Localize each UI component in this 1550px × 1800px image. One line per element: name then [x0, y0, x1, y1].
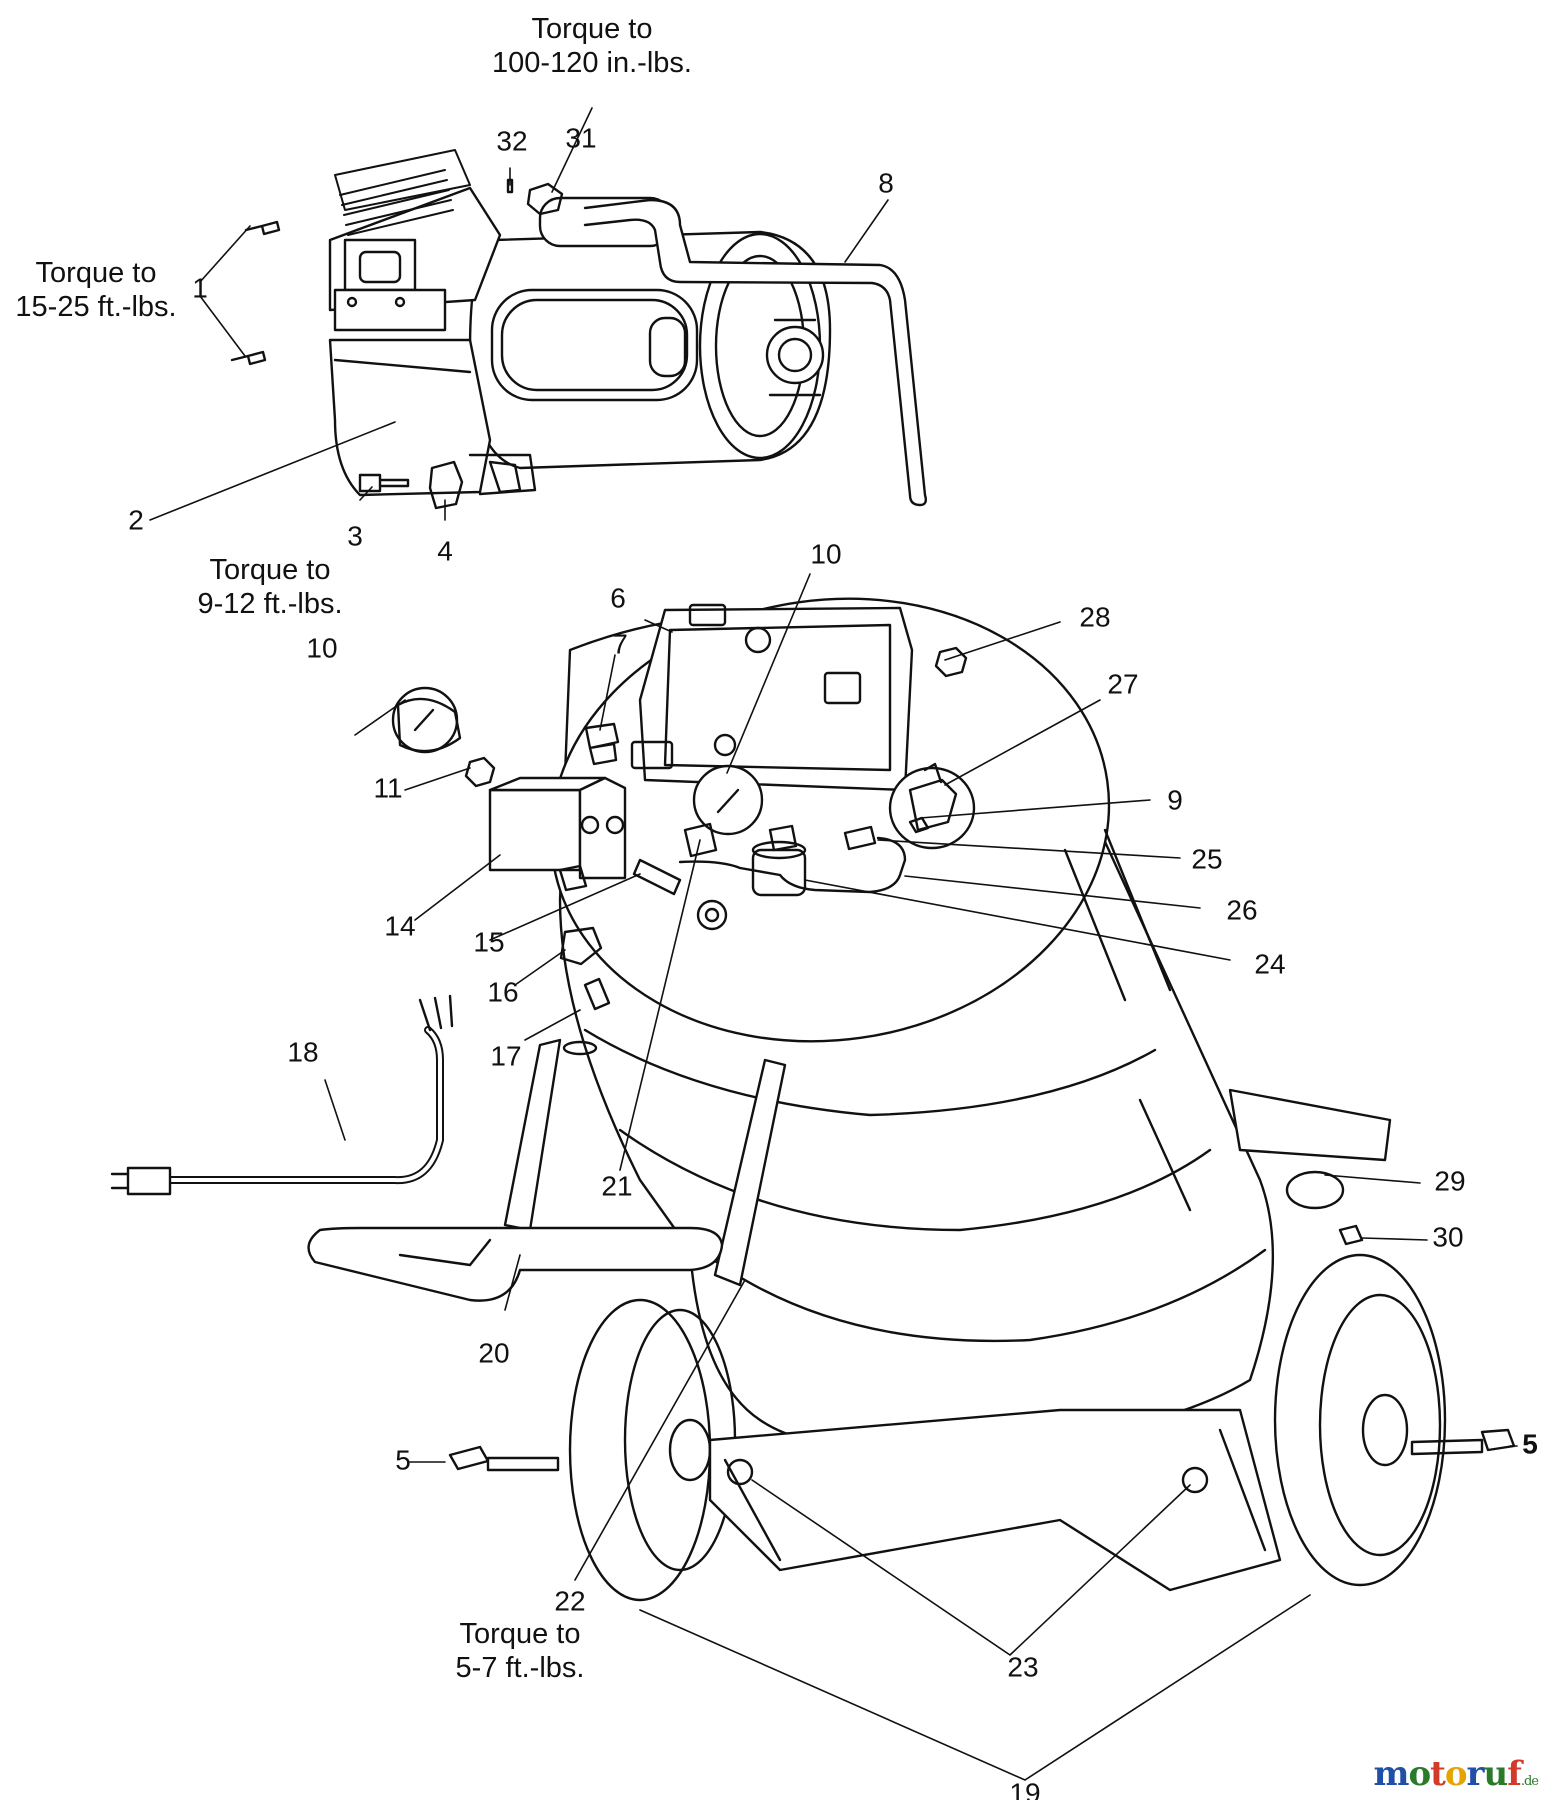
torque-note-leg-bolts: Torque to 5-7 ft.-lbs. [455, 1618, 585, 1684]
callout-19: 19 [1009, 1777, 1040, 1800]
watermark-letter: f [1507, 1754, 1522, 1794]
torque-note-pump-bolts: Torque to 15-25 ft.-lbs. [15, 257, 177, 323]
callout-10: 10 [810, 538, 841, 569]
callout-10: 10 [306, 632, 337, 663]
watermark-letter: u [1483, 1754, 1508, 1794]
callout-17: 17 [490, 1040, 521, 1071]
callout-27: 27 [1107, 668, 1138, 699]
callout-7: 7 [612, 628, 628, 659]
callout-11: 11 [373, 772, 402, 803]
callout-5: 5 [395, 1444, 411, 1475]
watermark-letter: o [1444, 1754, 1468, 1794]
callout-32: 32 [496, 125, 527, 156]
callout-22: 22 [554, 1585, 585, 1616]
callout-21: 21 [601, 1170, 632, 1201]
callout-4: 4 [437, 535, 453, 566]
callout-31: 31 [565, 122, 596, 153]
callout-28: 28 [1079, 601, 1110, 632]
callout-18: 18 [287, 1036, 318, 1067]
callout-16: 16 [487, 976, 518, 1007]
callout-8: 8 [878, 167, 894, 198]
callout-9: 9 [1167, 784, 1183, 815]
frame-and-wheels [110, 994, 1516, 1602]
callout-23: 23 [1007, 1651, 1038, 1682]
callout-29: 29 [1434, 1165, 1465, 1196]
callout-6: 6 [610, 582, 626, 613]
callout-24: 24 [1254, 948, 1285, 979]
pump-motor-assembly [230, 149, 928, 510]
callout-3: 3 [347, 520, 363, 551]
pressure-switch [391, 686, 682, 1056]
callout-1: 1 [192, 272, 208, 303]
watermark-letter: o [1408, 1754, 1431, 1794]
torque-note-head-bolts: Torque to 100-120 in.-lbs. [492, 13, 692, 79]
watermark-letter: m [1373, 1754, 1409, 1794]
watermark-suffix: .de [1520, 1774, 1539, 1789]
callout-20: 20 [478, 1337, 509, 1368]
watermark-letter: r [1466, 1754, 1485, 1794]
callout-5: 5 [1522, 1428, 1538, 1459]
watermark-letter: t [1430, 1754, 1446, 1794]
callout-15: 15 [473, 926, 504, 957]
callout-2: 2 [128, 504, 144, 535]
watermark-logo: motoruf.de [1373, 1754, 1539, 1794]
torque-note-mount-bolts: Torque to 9-12 ft.-lbs. [197, 554, 343, 620]
callout-26: 26 [1226, 894, 1257, 925]
callout-30: 30 [1432, 1221, 1463, 1252]
leader-lines [149, 107, 1518, 1781]
callout-25: 25 [1191, 843, 1222, 874]
callout-14: 14 [384, 910, 415, 941]
